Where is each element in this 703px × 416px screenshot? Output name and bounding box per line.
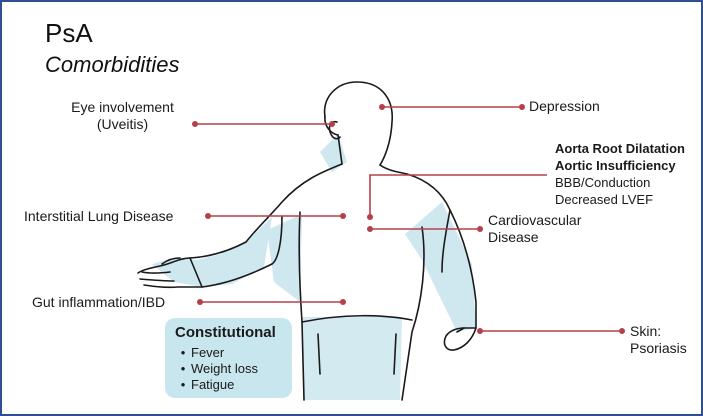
constitutional-item-label: Weight loss (191, 361, 258, 376)
label-aorta-root: Aorta Root Dilatation (555, 140, 685, 157)
label-lung: Interstitial Lung Disease (24, 208, 173, 225)
label-decreased-lvef: Decreased LVEF (555, 191, 653, 208)
label-cardio-line2: Disease (488, 229, 581, 246)
label-eye: Eye involvement (Uveitis) (55, 99, 190, 133)
cardiac-connector (370, 175, 547, 217)
bullet-icon: • (175, 361, 191, 377)
eye-dot-left (192, 121, 198, 127)
label-aortic-insufficiency: Aortic Insufficiency (555, 157, 676, 174)
constitutional-callout: Constitutional •Fever •Weight loss •Fati… (165, 318, 292, 398)
constitutional-item-label: Fatigue (191, 377, 234, 392)
label-skin: Skin: Psoriasis (630, 323, 687, 357)
label-eye-line2: (Uveitis) (55, 116, 190, 133)
lung-dot-right (340, 213, 346, 219)
depression-dot-right (519, 104, 525, 110)
eye-dot-right (329, 121, 335, 127)
lung-dot-left (205, 213, 211, 219)
cardio-dot-left (367, 226, 373, 232)
skin-dot-right (619, 328, 625, 334)
constitutional-title: Constitutional (175, 324, 276, 341)
gut-dot-right (340, 299, 346, 305)
slide-subtitle: Comorbidities (45, 52, 180, 78)
label-skin-line1: Skin: (630, 323, 687, 340)
skin-dot-left (477, 328, 483, 334)
constitutional-item: •Fever (175, 345, 258, 361)
cardio-dot-right (477, 226, 483, 232)
constitutional-item-label: Fever (191, 345, 224, 360)
depression-dot-left (379, 104, 385, 110)
label-eye-line1: Eye involvement (55, 99, 190, 116)
label-bbb-conduction: BBB/Conduction (555, 174, 650, 191)
bullet-icon: • (175, 345, 191, 361)
bullet-icon: • (175, 377, 191, 393)
label-depression: Depression (529, 98, 600, 115)
label-cardio-line1: Cardiovascular (488, 212, 581, 229)
constitutional-item: •Fatigue (175, 377, 258, 393)
constitutional-item: •Weight loss (175, 361, 258, 377)
constitutional-list: •Fever •Weight loss •Fatigue (175, 345, 258, 393)
label-cardio: Cardiovascular Disease (488, 212, 581, 246)
label-gut: Gut inflammation/IBD (32, 294, 165, 311)
cardiac-dot (367, 214, 373, 220)
label-skin-line2: Psoriasis (630, 340, 687, 357)
slide-title: PsA (45, 18, 93, 49)
gut-dot-left (197, 299, 203, 305)
